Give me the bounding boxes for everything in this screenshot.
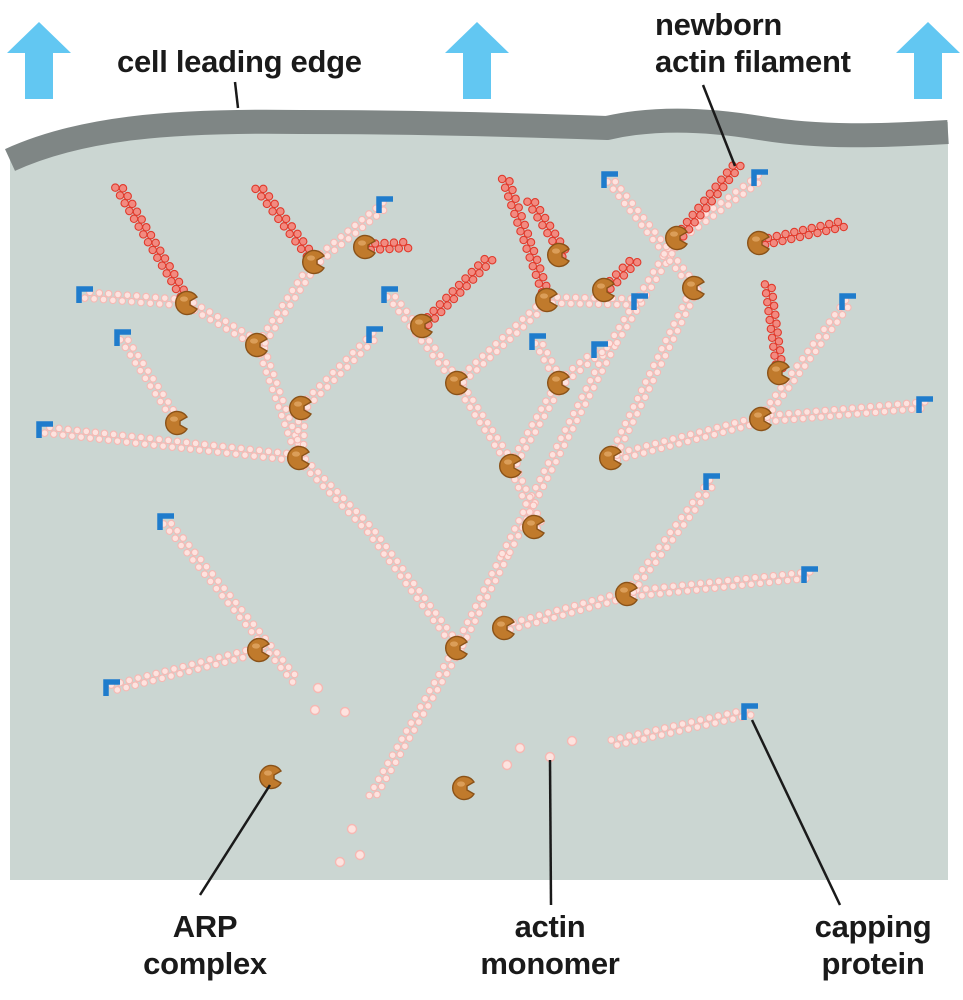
protrusion-arrow-3 (896, 22, 960, 99)
capping-protein-17 (801, 566, 818, 583)
actin-monomer-3 (339, 706, 351, 718)
capping-protein-16 (703, 473, 720, 490)
arp-complex-21 (664, 225, 688, 251)
capping-protein-13 (751, 169, 768, 186)
arp-complex-4 (301, 249, 325, 275)
capping-protein-1 (76, 286, 93, 303)
capping-protein-12 (601, 171, 618, 188)
actin-filament-33 (107, 644, 265, 694)
arp-complex-18 (614, 581, 638, 607)
capping-protein-6 (157, 513, 174, 530)
actin-filament-22 (755, 296, 852, 422)
protrusion-arrow-1 (7, 22, 71, 99)
arp-complex-16 (444, 635, 468, 661)
capping-protein-3 (114, 329, 131, 346)
arp-complex-6 (164, 410, 188, 436)
arp-complex-23 (746, 230, 770, 256)
arp-complex-19 (246, 637, 270, 663)
leader-lines (198, 81, 842, 906)
newborn-actin-filament-9 (755, 217, 848, 250)
background-layer (5, 108, 949, 880)
actin-monomer-5 (501, 759, 513, 771)
arp-complex-1 (174, 290, 198, 316)
arp-complex-8 (409, 313, 433, 339)
actin-monomer-4 (514, 742, 526, 754)
arp-complex-12 (546, 242, 570, 268)
capping-protein-8 (381, 286, 398, 303)
arp-complex-20 (598, 445, 622, 471)
arp-complex-5 (352, 234, 376, 260)
capping-protein-15 (916, 396, 933, 413)
arp-complex-label: ARP complex (140, 908, 270, 982)
protrusion-arrows (7, 22, 960, 99)
arp-line-1: ARP (172, 909, 238, 944)
monomer-line-1: actin (514, 909, 586, 944)
capping-protein-9 (529, 333, 546, 350)
leader-line-4 (548, 759, 553, 906)
leader-line-2 (701, 84, 737, 167)
capping-protein-5 (366, 326, 383, 343)
free-monomers (309, 682, 578, 868)
leader-line-5 (750, 719, 842, 906)
arp-complex-7 (286, 445, 310, 471)
actin-monomer-label: actin monomer (470, 908, 630, 982)
capping-protein-4 (376, 196, 393, 213)
cell-membrane (5, 108, 949, 171)
arp-complex-25 (766, 360, 790, 386)
arp-complex-13 (534, 287, 558, 313)
arp-complex-10 (498, 453, 522, 479)
arp-complex-9 (444, 370, 468, 396)
newborn-actin-filament-label: newborn actin filament (655, 6, 851, 80)
arp-complexes (164, 225, 790, 801)
arp-complex-17 (491, 615, 515, 641)
monomer-line-2: monomer (480, 946, 620, 981)
leader-line-3 (198, 784, 272, 896)
arp-complex-15 (546, 370, 570, 396)
protrusion-arrow-2 (445, 22, 509, 99)
newborn-line-2: actin filament (655, 44, 851, 79)
actin-monomer-1 (312, 682, 324, 694)
arp-line-2: complex (143, 946, 267, 981)
actin-filament-31 (452, 296, 554, 387)
arp-complex-22 (681, 275, 705, 301)
arp-complex-2 (244, 332, 268, 358)
arp-complex-24 (748, 406, 772, 432)
cytoplasm (10, 110, 948, 880)
arp-complex-27 (451, 775, 475, 801)
capping-protein-7 (103, 679, 120, 696)
actin-monomer-2 (309, 704, 321, 716)
arp-complex-11 (521, 514, 545, 540)
capping-line-1: capping (814, 909, 932, 944)
actin-monomer-8 (346, 823, 358, 835)
capping-protein-10 (591, 341, 608, 358)
capping-protein-14 (839, 293, 856, 310)
cell-leading-edge-label: cell leading edge (117, 43, 362, 80)
newborn-actin-filament-3 (111, 183, 193, 309)
leading-edge-text: cell leading edge (117, 44, 362, 79)
actin-filament-34 (159, 519, 299, 686)
newborn-line-1: newborn (655, 7, 783, 42)
arp-complex-26 (258, 764, 282, 790)
capping-protein-label: capping protein (805, 908, 941, 982)
actin-filament-21 (757, 398, 929, 426)
capping-protein-2 (36, 421, 53, 438)
actin-filament-1 (365, 645, 465, 800)
capping-proteins (36, 169, 933, 720)
actin-monomer-7 (566, 735, 578, 747)
actin-monomer-10 (334, 856, 346, 868)
actin-filament-35 (607, 706, 755, 749)
capping-line-2: protein (821, 946, 925, 981)
leader-line-1 (233, 81, 240, 109)
capping-protein-11 (631, 293, 648, 310)
actin-monomer-9 (354, 849, 366, 861)
capping-protein-18 (741, 703, 758, 720)
arp-complex-3 (288, 395, 312, 421)
arp-complex-14 (591, 277, 615, 303)
